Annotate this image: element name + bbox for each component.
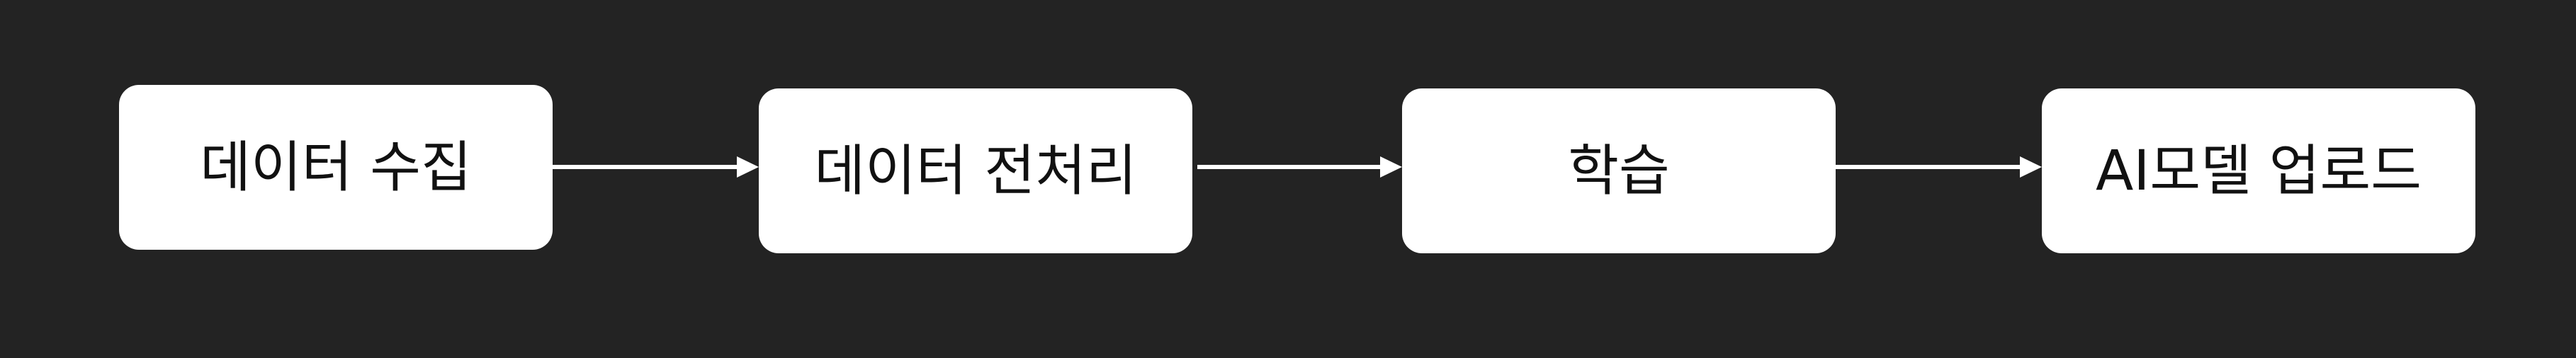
- step-ai-model-upload: AI모델 업로드: [2042, 88, 2475, 253]
- arrow-preprocess-to-train: [1197, 156, 1402, 178]
- step-data-preprocessing: 데이터 전처리: [759, 88, 1192, 253]
- step-label: AI모델 업로드: [2096, 139, 2422, 203]
- arrow-train-to-upload: [1836, 156, 2042, 178]
- step-label: 데이터 전처리: [814, 139, 1137, 203]
- step-data-collection: 데이터 수집: [119, 85, 553, 250]
- step-training: 학습: [1402, 88, 1836, 253]
- arrow-collect-to-preprocess: [553, 156, 759, 178]
- step-label: 데이터 수집: [200, 135, 472, 200]
- step-label: 학습: [1568, 139, 1670, 203]
